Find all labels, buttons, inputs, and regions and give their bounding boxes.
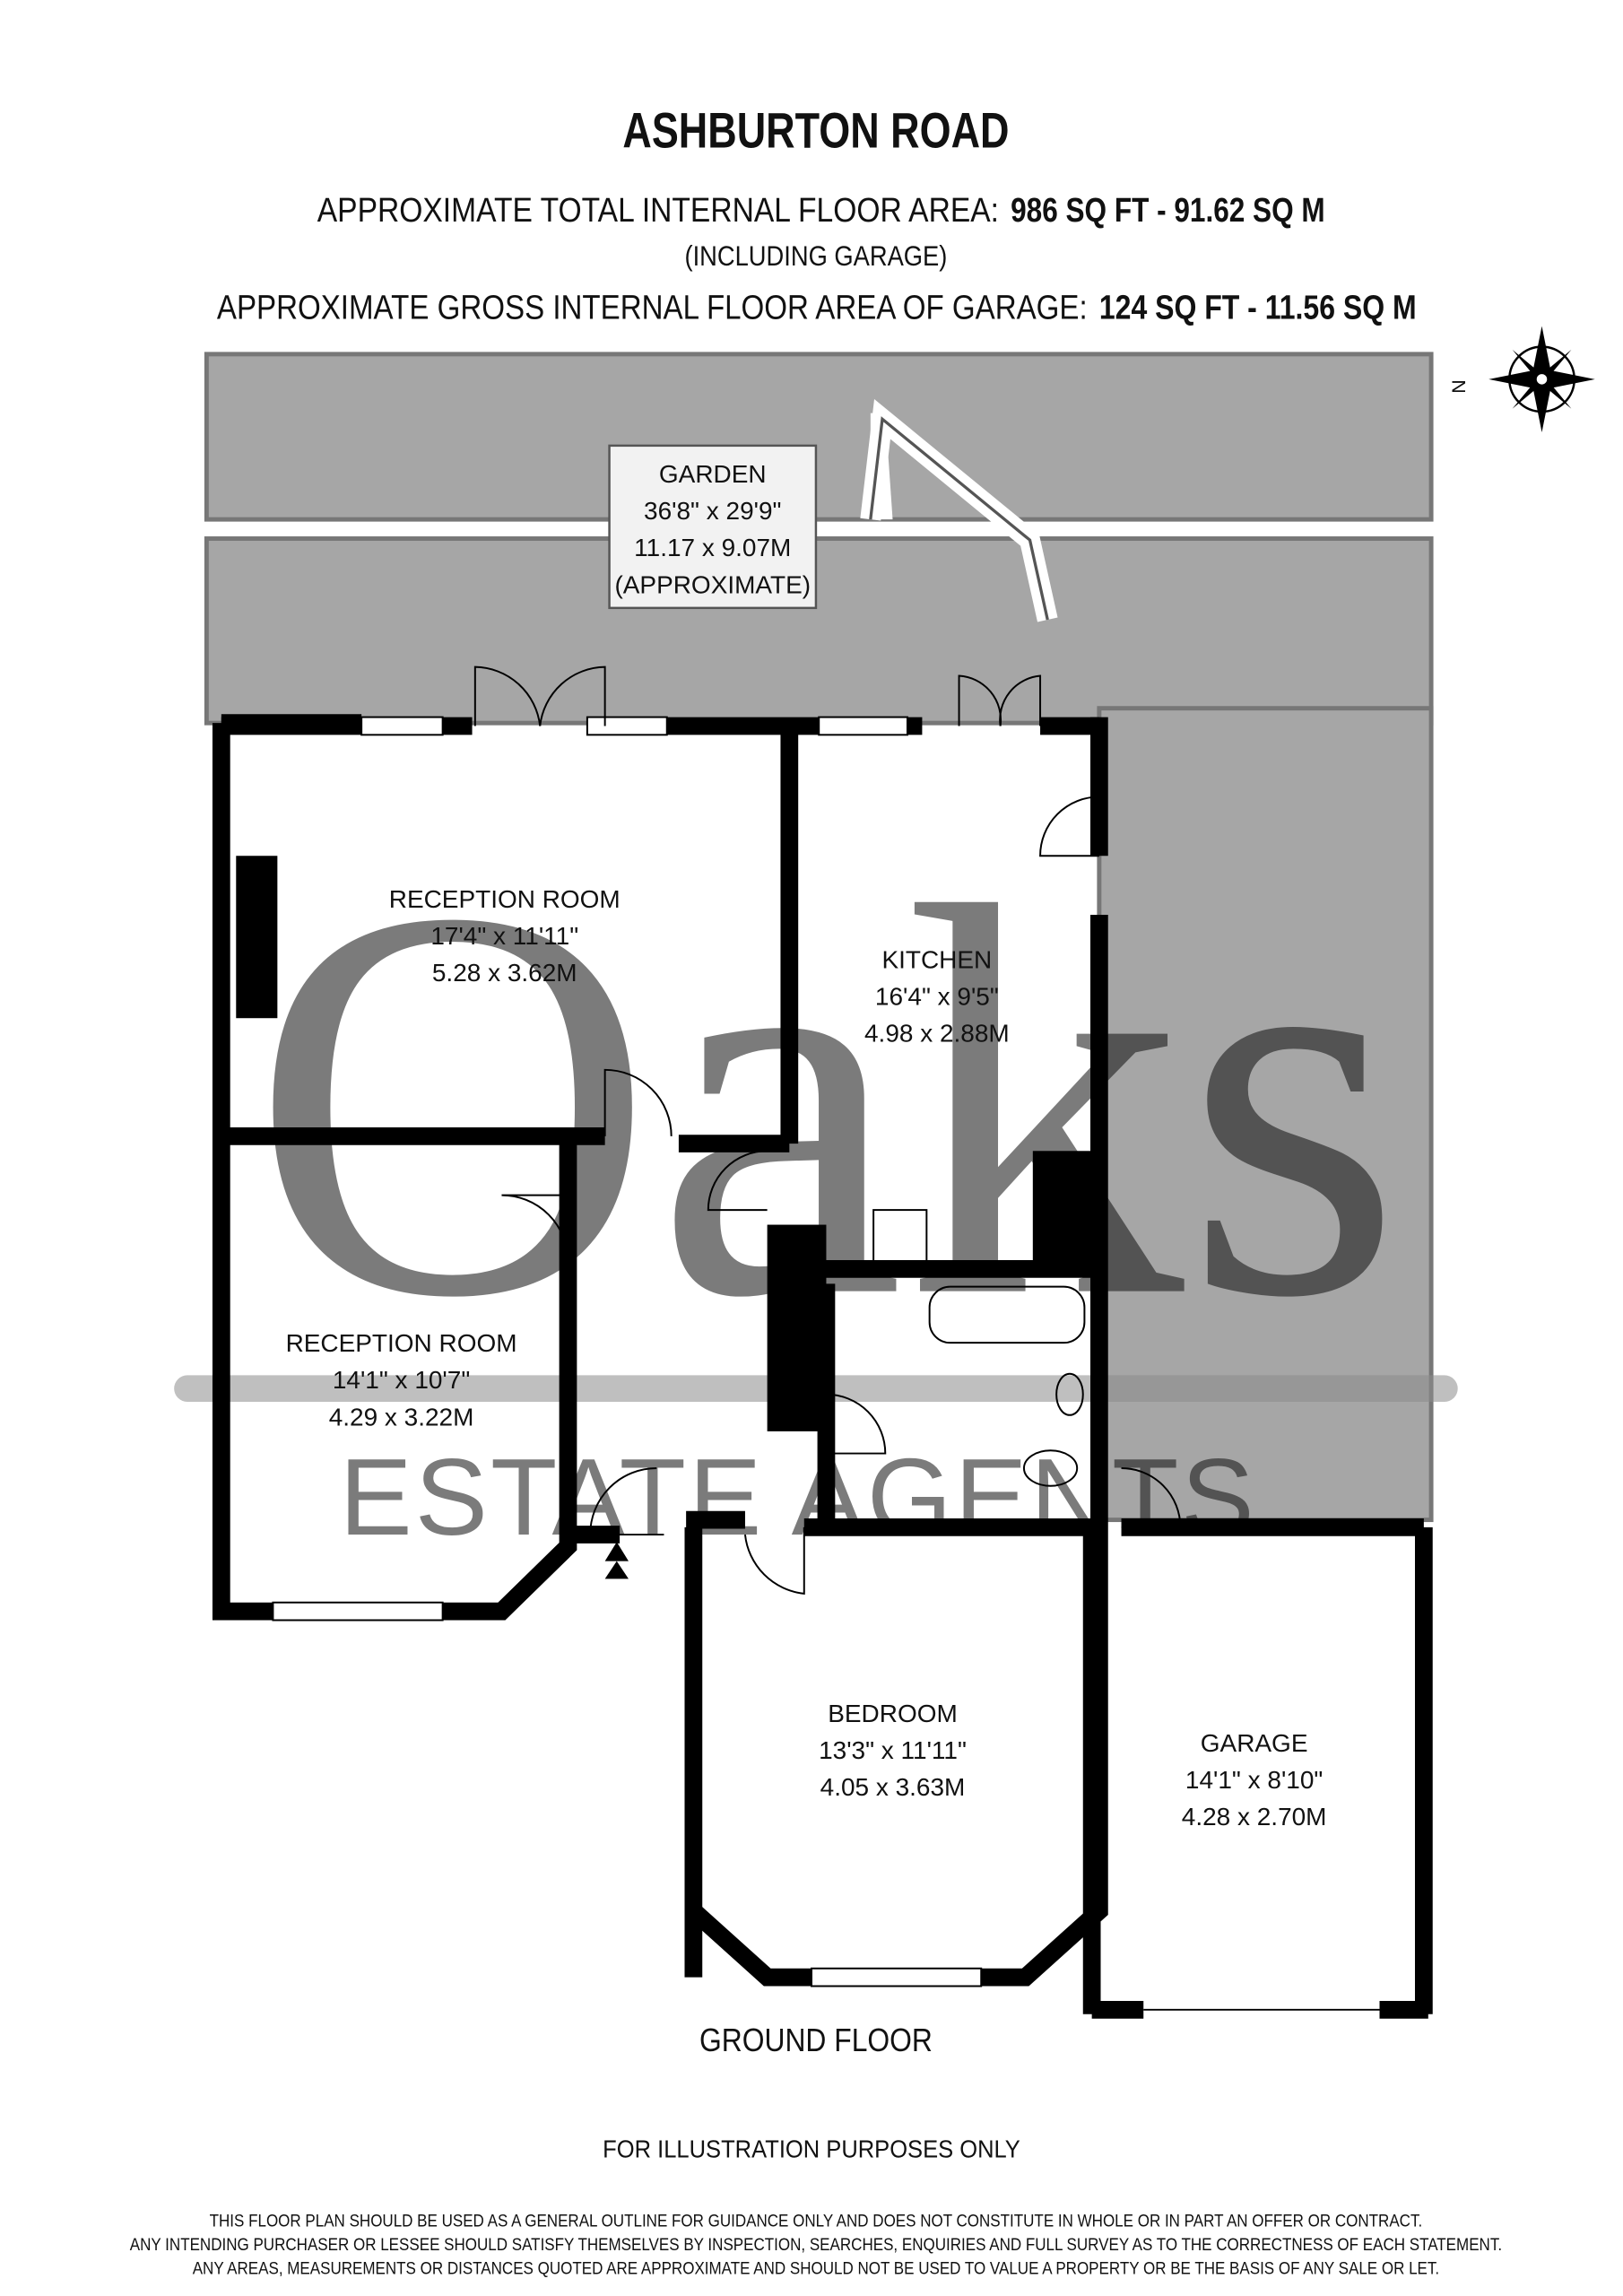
disclaimer-line-3: ANY AREAS, MEASUREMENTS OR DISTANCES QUO… bbox=[193, 2258, 1439, 2278]
svg-text:GARAGE: GARAGE bbox=[1201, 1729, 1308, 1757]
title: ASHBURTON ROAD bbox=[622, 102, 1009, 159]
svg-text:13'3" x 11'11": 13'3" x 11'11" bbox=[819, 1736, 967, 1764]
svg-text:14'1" x 8'10": 14'1" x 8'10" bbox=[1185, 1766, 1323, 1794]
svg-text:ESTATE AGENTS: ESTATE AGENTS bbox=[339, 1436, 1254, 1558]
garden-area bbox=[204, 352, 1434, 1523]
svg-text:4.98 x 2.88M: 4.98 x 2.88M bbox=[864, 1020, 1010, 1048]
disclaimer-line-2: ANY INTENDING PURCHASER OR LESSEE SHOULD… bbox=[130, 2235, 1502, 2255]
garage-area-label: APPROXIMATE GROSS INTERNAL FLOOR AREA OF… bbox=[217, 289, 1088, 326]
svg-text:KITCHEN: KITCHEN bbox=[881, 945, 992, 973]
svg-text:36'8" x 29'9": 36'8" x 29'9" bbox=[644, 497, 781, 525]
walls bbox=[212, 714, 1433, 2019]
svg-text:4.05 x 3.63M: 4.05 x 3.63M bbox=[820, 1773, 966, 1801]
room-label-reception-1: RECEPTION ROOM 17'4" x 11'11" 5.28 x 3.6… bbox=[389, 885, 621, 987]
svg-text:RECEPTION ROOM: RECEPTION ROOM bbox=[389, 885, 621, 913]
svg-text:4.29 x 3.22M: 4.29 x 3.22M bbox=[329, 1403, 474, 1431]
total-area-label: APPROXIMATE TOTAL INTERNAL FLOOR AREA: bbox=[317, 192, 999, 230]
including-garage-note: (INCLUDING GARAGE) bbox=[684, 240, 947, 272]
svg-text:(APPROXIMATE): (APPROXIMATE) bbox=[614, 570, 811, 598]
total-area-value: 986 SQ FT - 91.62 SQ M bbox=[1011, 192, 1324, 230]
garage-area-value: 124 SQ FT - 11.56 SQ M bbox=[1099, 289, 1417, 326]
svg-text:RECEPTION ROOM: RECEPTION ROOM bbox=[286, 1329, 517, 1357]
room-label-bedroom: BEDROOM 13'3" x 11'11" 4.05 x 3.63M bbox=[819, 1700, 967, 1801]
floor-label: GROUND FLOOR bbox=[699, 2022, 933, 2058]
svg-text:11.17 x 9.07M: 11.17 x 9.07M bbox=[634, 534, 791, 561]
room-label-garage: GARAGE 14'1" x 8'10" 4.28 x 2.70M bbox=[1182, 1729, 1327, 1831]
svg-text:5.28 x 3.62M: 5.28 x 3.62M bbox=[432, 959, 577, 987]
doors-windows bbox=[272, 665, 1182, 1987]
svg-text:BEDROOM: BEDROOM bbox=[828, 1700, 958, 1727]
garden-label: GARDEN 36'8" x 29'9" 11.17 x 9.07M (APPR… bbox=[608, 444, 818, 610]
compass-north-label: N bbox=[1448, 379, 1470, 393]
svg-text:14'1" x 10'7": 14'1" x 10'7" bbox=[333, 1366, 470, 1394]
room-label-kitchen: KITCHEN 16'4" x 9'5" 4.98 x 2.88M bbox=[864, 945, 1010, 1047]
compass-icon bbox=[1488, 326, 1595, 433]
disclaimer-line-1: THIS FLOOR PLAN SHOULD BE USED AS A GENE… bbox=[210, 2212, 1423, 2231]
svg-text:16'4" x 9'5": 16'4" x 9'5" bbox=[875, 982, 999, 1010]
illustration-note: FOR ILLUSTRATION PURPOSES ONLY bbox=[603, 2135, 1020, 2162]
entrance-arrow-icon bbox=[604, 1542, 629, 1579]
svg-text:17'4" x 11'11": 17'4" x 11'11" bbox=[430, 922, 578, 950]
svg-text:4.28 x 2.70M: 4.28 x 2.70M bbox=[1182, 1803, 1327, 1831]
svg-text:GARDEN: GARDEN bbox=[659, 460, 767, 488]
room-label-reception-2: RECEPTION ROOM 14'1" x 10'7" 4.29 x 3.22… bbox=[286, 1329, 517, 1431]
